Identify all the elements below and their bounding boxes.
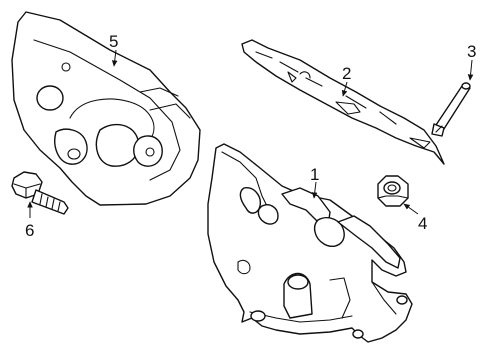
nut-part: [377, 175, 409, 207]
callout-4-label: 4: [418, 214, 427, 233]
callout-6-label: 6: [25, 221, 34, 240]
heat-shield-part: [11, 11, 201, 206]
callout-5-leader: [111, 49, 118, 67]
callout-2-label: 2: [342, 64, 351, 83]
callout-4-leader: [403, 203, 419, 215]
callout-1-label: 1: [310, 165, 319, 184]
exhaust-manifold-part: [207, 143, 413, 343]
bolt-part: [11, 171, 69, 215]
callout-3-leader: [467, 59, 474, 81]
callout-2-leader: [341, 81, 348, 97]
gasket-part: [241, 39, 445, 165]
callout-3-label: 3: [467, 42, 476, 61]
callout-1-leader: [311, 181, 318, 199]
callout-5-label: 5: [109, 32, 118, 51]
stud-part: [431, 82, 471, 137]
